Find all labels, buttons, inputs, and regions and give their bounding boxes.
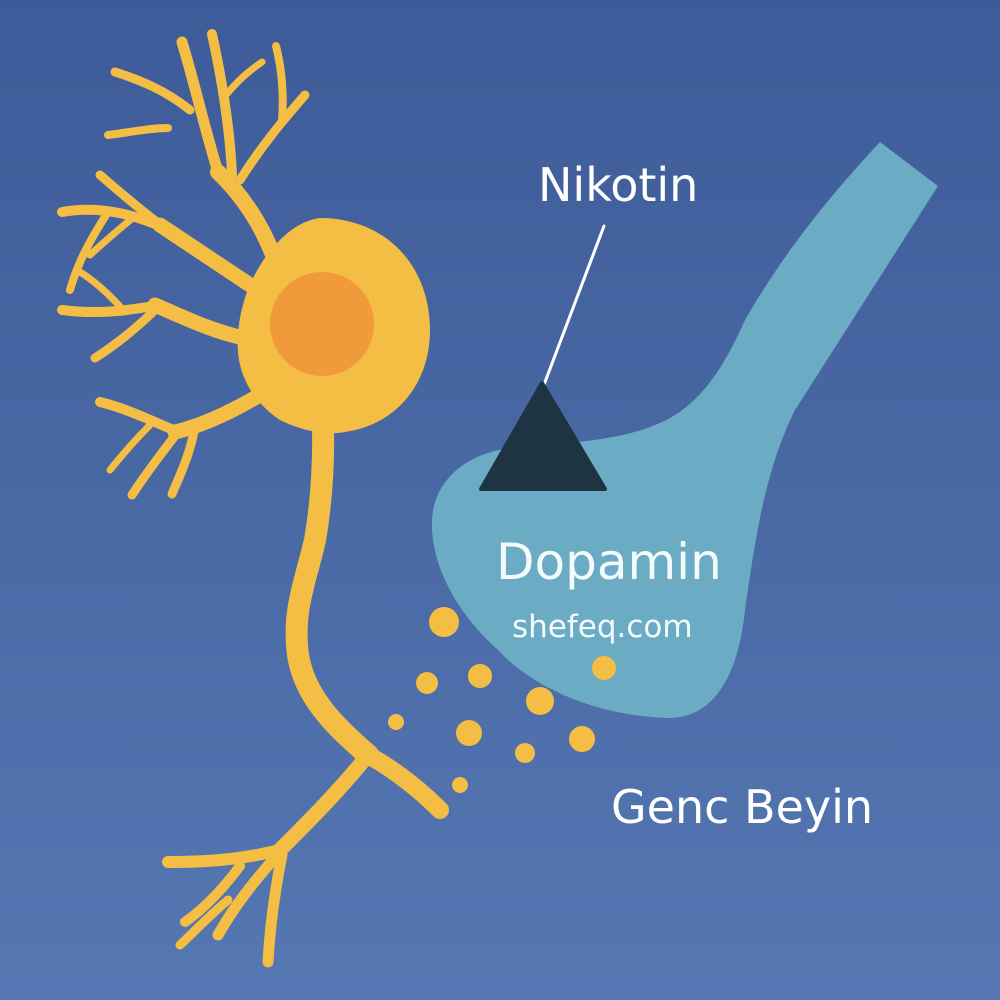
dopamine-dot: [452, 777, 468, 793]
triangle-molecule-icon: [479, 381, 607, 491]
genc-beyin-label: Genc Beyin: [611, 780, 874, 834]
dopamine-dot: [456, 720, 482, 746]
synaptic-terminal: [431, 142, 938, 718]
nikotin-label: Nikotin: [538, 158, 699, 212]
website-label: shefeq.com: [512, 609, 693, 645]
dopamine-dot: [429, 607, 459, 637]
neuron-cell-illustration: [57, 29, 449, 968]
dopamine-dot: [416, 672, 438, 694]
neuron-nucleus: [270, 272, 374, 376]
nikotin-pointer-line: [540, 224, 606, 392]
dopamine-dot: [388, 714, 404, 730]
dopamine-dot: [526, 687, 554, 715]
dopamine-dot: [592, 656, 616, 680]
dopamin-label: Dopamin: [496, 533, 722, 591]
circle-dot-molecules: [388, 607, 616, 793]
dopamine-dot: [515, 743, 535, 763]
dopamine-dot: [569, 726, 595, 752]
dopamine-dot: [468, 664, 492, 688]
